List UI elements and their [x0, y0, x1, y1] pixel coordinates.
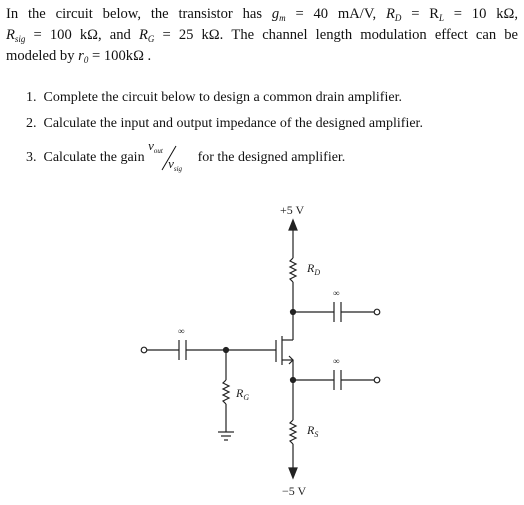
task-1: 1. Complete the circuit below to design … [26, 90, 402, 106]
input-terminal[interactable] [140, 346, 148, 354]
source-terminal[interactable] [373, 376, 381, 384]
vdd-label: +5 V [280, 203, 305, 217]
gm-value: = 40 mA/V, [295, 6, 377, 22]
rg-value: = 25 kΩ. The channel length modulation e… [162, 27, 518, 43]
gm-subscript: m [279, 13, 286, 23]
rl-value: = 10 kΩ, [453, 6, 518, 22]
ro-subscript: 0 [83, 55, 89, 65]
fraction-slash [161, 145, 177, 171]
drain-terminal[interactable] [373, 308, 381, 316]
vdd-arrow [288, 218, 298, 231]
rsig-value: = 100 kΩ, and [33, 27, 131, 43]
task-1-text: Complete the circuit below to design a c… [43, 90, 402, 105]
statement-line-2: Rsig = 100 kΩ, and RG = 25 kΩ. The chann… [6, 25, 518, 46]
source-cap-infinity: ∞ [333, 356, 339, 366]
problem-statement: In the circuit below, the transistor has… [6, 4, 518, 67]
rd-symbol: R [385, 6, 395, 22]
vss-label: −5 V [282, 484, 307, 498]
task-3-text-before: Calculate the gain [43, 150, 145, 166]
input-cap-infinity: ∞ [178, 326, 184, 336]
ro-symbol: r [78, 48, 84, 64]
rs-label: RS [306, 423, 318, 439]
vss-arrow [288, 467, 298, 480]
statement-line-1: In the circuit below, the transistor has… [6, 4, 518, 25]
rg-resistor [221, 379, 231, 405]
task-1-number: 1. [26, 90, 37, 105]
rsig-symbol: R [6, 27, 15, 43]
gm-symbol: g [271, 6, 280, 22]
statement-line-3: modeled by r0 = 100kΩ . [6, 46, 518, 67]
rsig-subscript: sig [14, 34, 26, 44]
gain-denominator: vsig [168, 156, 183, 173]
rd-label: RD [306, 261, 320, 277]
intro-text: In the circuit below, the transistor has [6, 6, 263, 22]
task-2-number: 2. [26, 116, 37, 131]
rg-subscript: G [147, 34, 155, 44]
task-3-number: 3. [26, 150, 37, 166]
rd-subscript: D [394, 13, 402, 23]
task-3: 3. Calculate the gain vout vsig for the … [26, 138, 346, 173]
rd-resistor [288, 257, 298, 283]
gain-fraction: vout vsig [148, 138, 194, 173]
gain-numerator: vout [148, 138, 163, 155]
task-2: 2. Calculate the input and output impeda… [26, 116, 423, 132]
task-3-text-after: for the designed amplifier. [197, 150, 346, 166]
line3-intro: modeled by [6, 48, 75, 64]
rl-subscript: L [438, 13, 444, 23]
rs-resistor [288, 419, 298, 445]
rg-label: RG [235, 386, 249, 402]
drain-cap-infinity: ∞ [333, 288, 339, 298]
rl-equals: = R [411, 6, 439, 22]
task-2-text: Calculate the input and output impedance… [43, 116, 423, 131]
ro-value: = 100kΩ . [92, 48, 152, 64]
rg-symbol: R [138, 27, 148, 43]
